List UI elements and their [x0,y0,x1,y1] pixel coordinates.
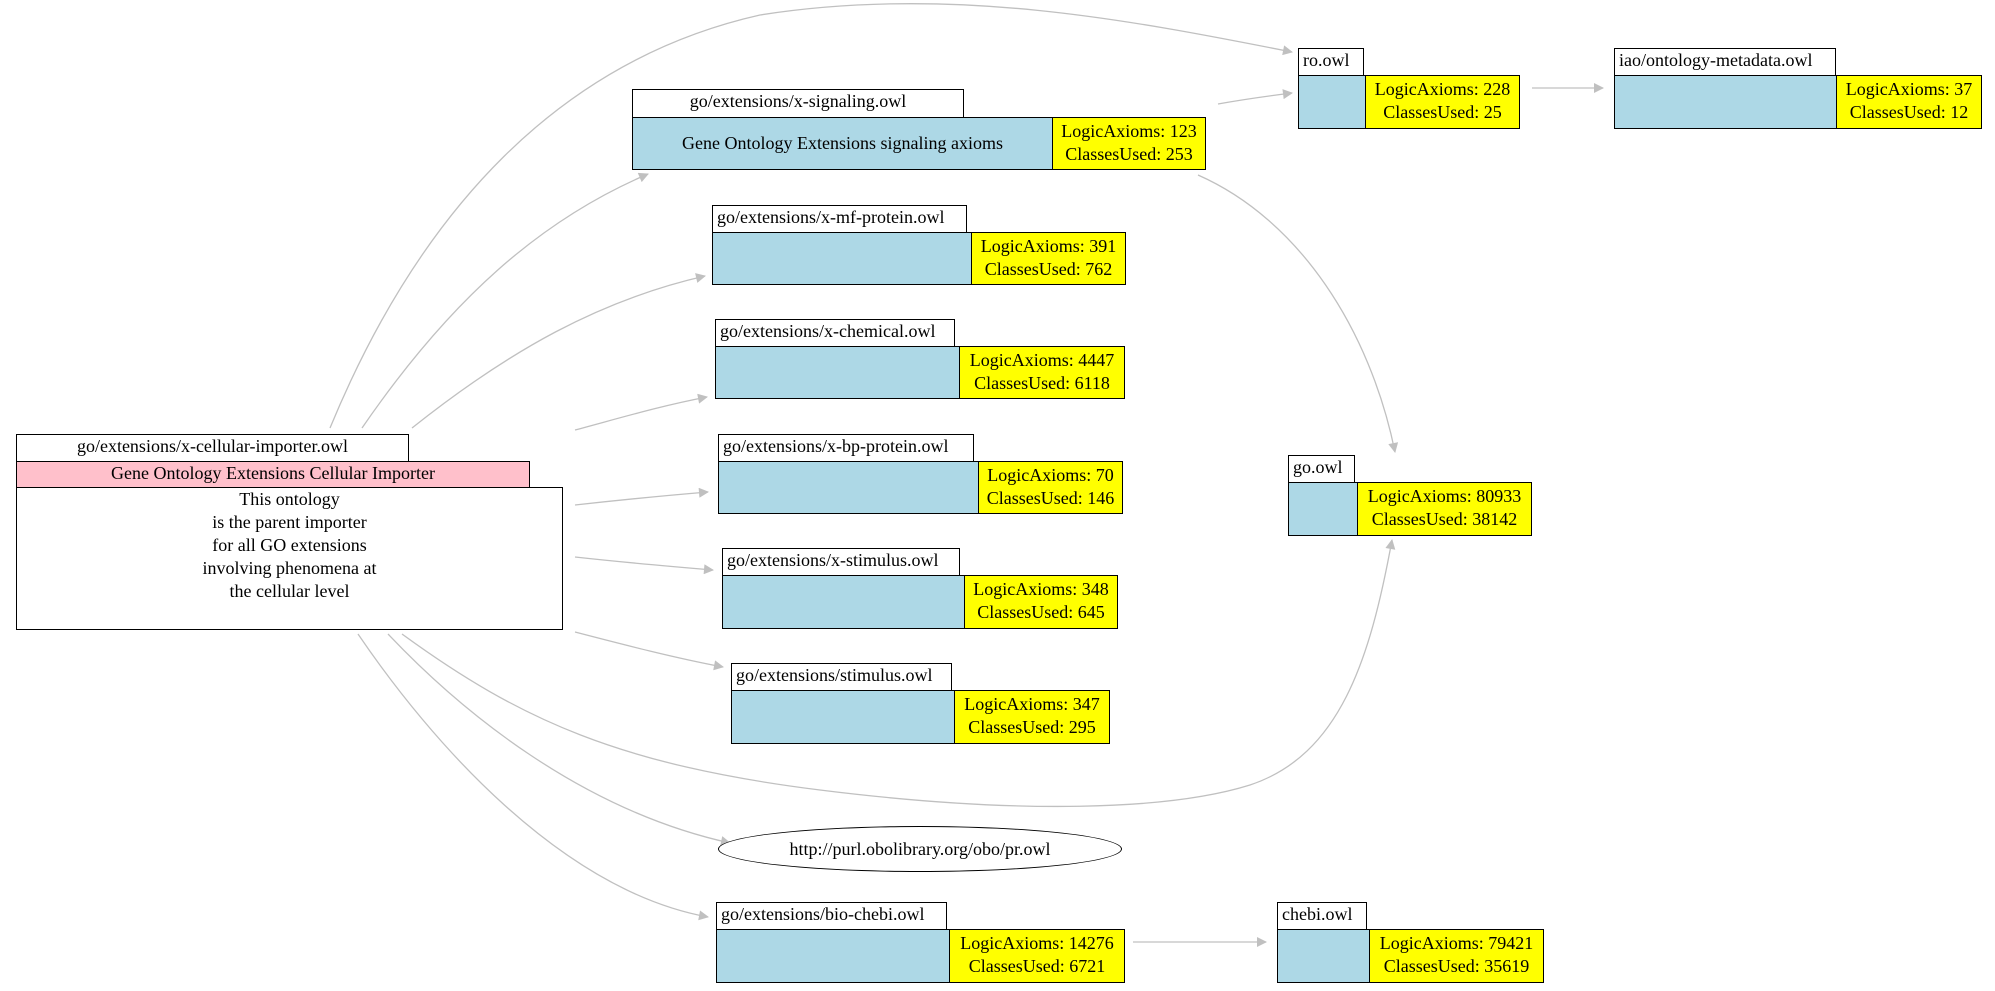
edge-root-bp-protein [574,487,709,506]
bp-protein-stats: LogicAxioms: 70 ClassesUsed: 146 [978,461,1123,514]
root-description-line: the cellular level [229,581,350,601]
go-body [1288,482,1358,536]
logic-axioms: LogicAxioms: 80933 [1367,486,1522,506]
bio-chebi-body [716,929,950,983]
chebi-title: chebi.owl [1277,902,1367,930]
logic-axioms: LogicAxioms: 347 [964,694,1100,714]
classes-used: ClassesUsed: 38142 [1371,509,1518,529]
pr-owl-node: http://purl.obolibrary.org/obo/pr.owl [718,826,1122,872]
bio-chebi-title: go/extensions/bio-chebi.owl [716,902,947,930]
classes-used: ClassesUsed: 762 [984,259,1113,279]
chebi-body [1277,929,1370,983]
bp-protein-title: go/extensions/x-bp-protein.owl [718,434,974,462]
logic-axioms: LogicAxioms: 70 [987,465,1114,485]
chemical-title: go/extensions/x-chemical.owl [715,319,955,347]
edge-root-mf-protein [411,273,706,429]
classes-used: ClassesUsed: 6118 [974,373,1110,393]
logic-axioms: LogicAxioms: 391 [980,236,1117,256]
root-label: Gene Ontology Extensions Cellular Import… [16,461,530,488]
classes-used: ClassesUsed: 12 [1849,102,1969,122]
edge-root-bio-chebi [357,633,709,921]
edge-root-x-stimulus [574,556,714,575]
signaling-title: go/extensions/x-signaling.owl [632,89,964,118]
stimulus-body [731,690,955,744]
edge-root-pr [387,633,731,846]
go-title: go.owl [1288,455,1355,483]
x-stimulus-stats: LogicAxioms: 348 ClassesUsed: 645 [964,575,1118,629]
classes-used: ClassesUsed: 645 [977,602,1105,622]
edge-signaling-ro [1217,89,1293,105]
mf-protein-title: go/extensions/x-mf-protein.owl [712,205,967,233]
stimulus-title: go/extensions/stimulus.owl [731,663,952,691]
edge-root-chemical [574,393,708,431]
logic-axioms: LogicAxioms: 79421 [1379,933,1534,953]
classes-used: ClassesUsed: 295 [968,717,1096,737]
ro-stats: LogicAxioms: 228 ClassesUsed: 25 [1365,75,1520,129]
root-description-line: for all GO extensions [212,535,367,555]
edge-root-ro [329,2,1293,429]
iao-title: iao/ontology-metadata.owl [1614,48,1836,76]
logic-axioms: LogicAxioms: 123 [1061,121,1197,141]
classes-used: ClassesUsed: 253 [1065,144,1193,164]
chebi-stats: LogicAxioms: 79421 ClassesUsed: 35619 [1369,929,1544,983]
bio-chebi-stats: LogicAxioms: 14276 ClassesUsed: 6721 [949,929,1125,983]
signaling-stats: LogicAxioms: 123 ClassesUsed: 253 [1052,117,1206,170]
classes-used: ClassesUsed: 6721 [968,956,1106,976]
iao-body [1614,75,1837,129]
x-stimulus-title: go/extensions/x-stimulus.owl [722,548,960,576]
logic-axioms: LogicAxioms: 348 [973,579,1109,599]
classes-used: ClassesUsed: 35619 [1383,956,1530,976]
root-description-line: is the parent importer [212,512,367,532]
stimulus-stats: LogicAxioms: 347 ClassesUsed: 295 [954,690,1110,744]
classes-used: ClassesUsed: 146 [986,488,1115,508]
edge-root-go [401,539,1396,808]
logic-axioms: LogicAxioms: 14276 [960,933,1114,953]
edge-root-stimulus [574,631,724,671]
root-description: This ontology is the parent importer for… [16,487,563,630]
ro-title: ro.owl [1298,48,1364,76]
x-stimulus-body [722,575,965,629]
chemical-stats: LogicAxioms: 4447 ClassesUsed: 6118 [959,346,1125,399]
root-title: go/extensions/x-cellular-importer.owl [16,434,409,462]
logic-axioms: LogicAxioms: 228 [1374,79,1511,99]
iao-stats: LogicAxioms: 37 ClassesUsed: 12 [1836,75,1982,129]
root-description-line: involving phenomena at [202,558,377,578]
bp-protein-body [718,461,979,514]
signaling-label: Gene Ontology Extensions signaling axiom… [632,117,1053,170]
mf-protein-stats: LogicAxioms: 391 ClassesUsed: 762 [971,232,1126,285]
edge-root-signaling [361,172,649,429]
root-description-line: This ontology [239,489,340,509]
classes-used: ClassesUsed: 25 [1383,102,1502,122]
go-stats: LogicAxioms: 80933 ClassesUsed: 38142 [1357,482,1532,536]
logic-axioms: LogicAxioms: 37 [1845,79,1973,99]
logic-axioms: LogicAxioms: 4447 [969,350,1115,370]
edge-signaling-go [1197,174,1399,453]
ro-body [1298,75,1366,129]
chemical-body [715,346,960,399]
mf-protein-body [712,232,972,285]
